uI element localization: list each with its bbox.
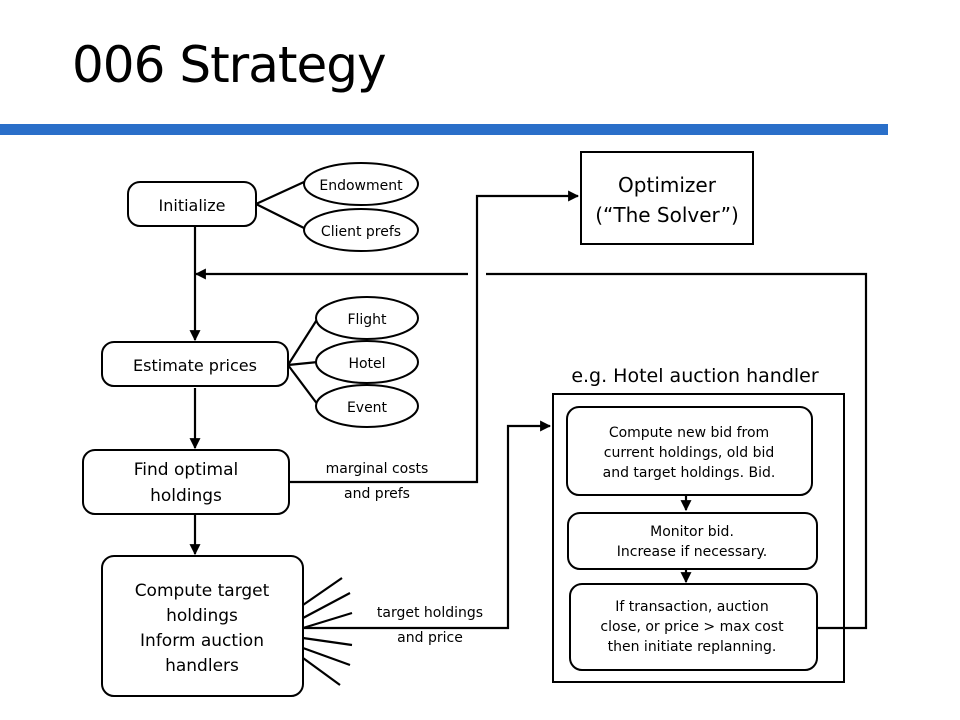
fan-line-1	[302, 577, 343, 606]
client-prefs-label: Client prefs	[321, 224, 401, 240]
optimizer-node: Optimizer (“The Solver”)	[580, 151, 754, 245]
transaction-label-line2: close, or price > max cost	[600, 619, 784, 635]
client-prefs-node: Client prefs	[303, 208, 419, 252]
feedback-line-right	[486, 272, 868, 630]
hotel-auction-handler: e.g. Hotel auction handler Compute new b…	[552, 365, 845, 683]
transaction-label-line3: then initiate replanning.	[608, 639, 777, 655]
find-optimal-holdings-node: Find optimal holdings	[82, 449, 290, 515]
initialize-node: Initialize	[127, 181, 257, 227]
fan-line-5	[302, 646, 351, 667]
estimate-prices-node: Estimate prices	[101, 341, 289, 387]
connectors	[189, 181, 868, 686]
compute-target-label-line1: Compute target	[135, 581, 270, 601]
hotel-handler-title: e.g. Hotel auction handler	[571, 365, 819, 387]
initialize-label: Initialize	[159, 196, 226, 215]
connector-estimate-flight	[287, 317, 319, 366]
compute-bid-label-line3: and target holdings. Bid.	[603, 465, 776, 481]
marginal-costs-label-line1: marginal costs	[326, 461, 429, 477]
event-label: Event	[347, 400, 388, 416]
fan-line-2	[302, 592, 351, 619]
compute-target-holdings-node: Compute target holdings Inform auction h…	[101, 555, 304, 697]
find-optimal-label-line2: holdings	[150, 486, 222, 506]
slide-title: 006 Strategy	[72, 36, 387, 94]
optimizer-label-line1: Optimizer	[618, 173, 717, 197]
title-accent-bar	[0, 124, 888, 135]
hotel-node: Hotel	[315, 340, 419, 384]
endowment-node: Endowment	[303, 162, 419, 206]
compute-target-label-line4: handlers	[165, 656, 239, 676]
estimate-prices-label: Estimate prices	[133, 356, 257, 375]
compute-target-label-line2: holdings	[166, 606, 238, 626]
marginal-costs-label-line2: and prefs	[344, 486, 410, 502]
arrow-find-to-optimizer	[289, 190, 580, 484]
compute-bid-label-line1: Compute new bid from	[609, 425, 769, 441]
monitor-label-line2: Increase if necessary.	[617, 544, 767, 560]
arrow-compute-to-handler	[303, 420, 552, 630]
fan-line-6	[302, 657, 341, 686]
fan-line-3	[302, 611, 353, 630]
transaction-replanning-node: If transaction, auction close, or price …	[569, 583, 818, 671]
event-node: Event	[315, 384, 419, 428]
compute-new-bid-node: Compute new bid from current holdings, o…	[566, 406, 813, 496]
target-holdings-label-line2: and price	[397, 630, 463, 646]
transaction-label-line1: If transaction, auction	[615, 599, 768, 615]
hotel-label: Hotel	[348, 356, 385, 372]
flight-label: Flight	[347, 312, 387, 328]
target-holdings-label-line1: target holdings	[377, 605, 483, 621]
monitor-bid-node: Monitor bid. Increase if necessary.	[567, 512, 818, 570]
monitor-label-line1: Monitor bid.	[650, 524, 734, 540]
find-optimal-label-line1: Find optimal	[134, 460, 239, 480]
connector-initialize-endowment	[255, 181, 305, 205]
fan-line-4	[302, 636, 353, 647]
flight-node: Flight	[315, 296, 419, 340]
compute-target-label-line3: Inform auction	[140, 631, 264, 651]
optimizer-label-line2: (“The Solver”)	[595, 203, 739, 227]
endowment-label: Endowment	[319, 178, 403, 194]
connector-initialize-client-prefs	[255, 203, 305, 229]
connector-estimate-event	[287, 364, 319, 406]
compute-bid-label-line2: current holdings, old bid	[604, 445, 774, 461]
connector-estimate-hotel	[287, 360, 319, 367]
